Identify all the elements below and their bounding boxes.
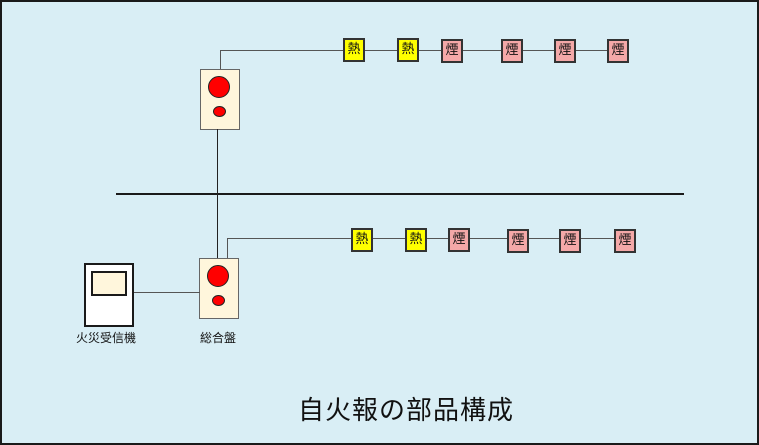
upper-floor-panel [200, 69, 240, 130]
smoke-detector: 煙 [501, 39, 523, 63]
indicator-lamp [208, 76, 230, 98]
receiver-display [91, 271, 127, 296]
smoke-detector: 煙 [441, 39, 463, 63]
smoke-detector: 煙 [607, 39, 629, 63]
receiver-wire [130, 292, 200, 293]
smoke-detector: 煙 [554, 39, 576, 63]
alarm-button [213, 106, 226, 117]
main-panel-label: 総合盤 [200, 331, 237, 345]
upper-riser-wire [220, 50, 221, 70]
heat-detector: 熱 [351, 228, 373, 252]
receiver-label: 火災受信機 [76, 331, 137, 345]
heat-detector: 熱 [405, 228, 427, 252]
trunk-wire [217, 129, 218, 259]
smoke-detector: 煙 [448, 228, 470, 252]
smoke-detector: 煙 [559, 229, 581, 253]
fire-alarm-receiver [84, 263, 134, 327]
alarm-button [212, 295, 225, 306]
diagram-title: 自火報の部品構成 [298, 396, 515, 426]
indicator-lamp [207, 265, 229, 287]
lower-riser-wire [227, 238, 228, 259]
heat-detector: 熱 [343, 38, 365, 62]
smoke-detector: 煙 [614, 229, 636, 253]
smoke-detector: 煙 [507, 229, 529, 253]
floor-separator [116, 193, 684, 195]
heat-detector: 熱 [397, 38, 419, 62]
main-panel [199, 258, 239, 319]
